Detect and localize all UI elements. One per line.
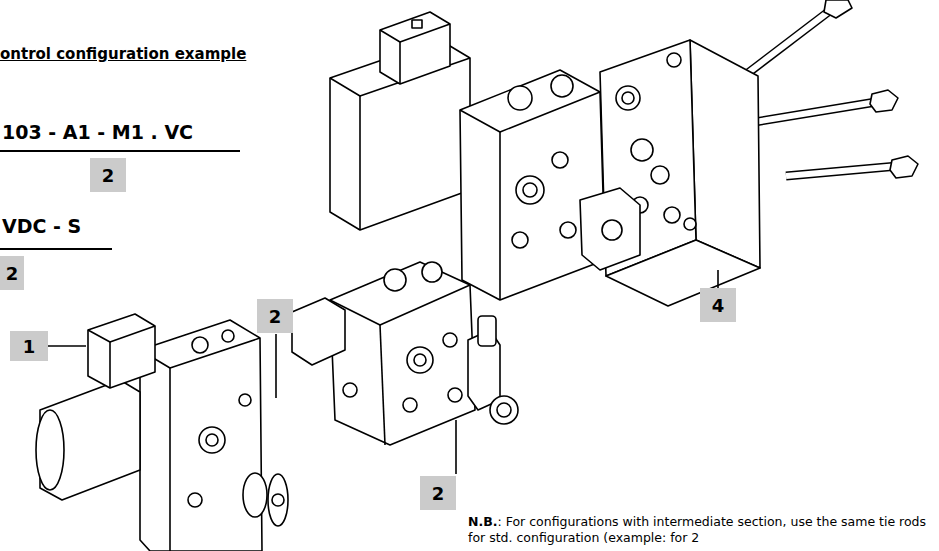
model-code: 103 - A1 - M1 . VC bbox=[2, 120, 193, 144]
callout-number: 2 bbox=[420, 476, 456, 510]
callout-number: 2 bbox=[0, 256, 24, 290]
note-text: : For configurations with intermediate s… bbox=[468, 514, 926, 545]
section-heading: ontrol configuration example bbox=[0, 44, 246, 64]
callout-number: 2 bbox=[257, 299, 293, 333]
callout-number: 1 bbox=[10, 331, 48, 361]
note-mark: N.B. bbox=[468, 514, 498, 529]
callout-number: 4 bbox=[700, 288, 736, 322]
note-text: N.B.: For configurations with intermedia… bbox=[468, 514, 934, 546]
callout-number: 2 bbox=[90, 158, 126, 192]
model-code: VDC - S bbox=[2, 214, 81, 238]
